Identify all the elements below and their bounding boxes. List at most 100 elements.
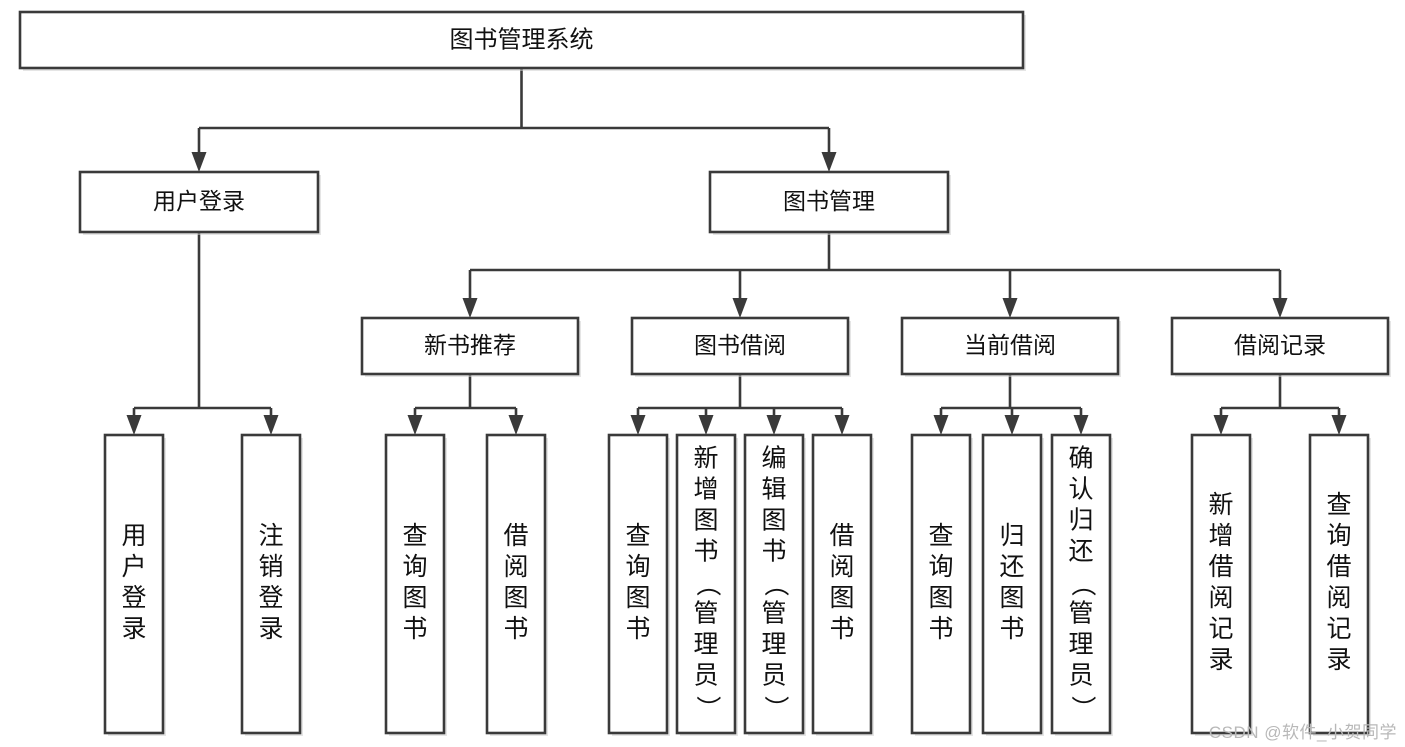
node-l3-借阅记录[interactable] [1170,316,1391,377]
svg-text:）: ） [761,695,789,720]
svg-text:阅: 阅 [1208,584,1233,612]
svg-text:登: 登 [121,584,146,612]
svg-text:借: 借 [503,522,528,550]
svg-text:书: 书 [928,615,953,643]
svg-text:登: 登 [258,584,283,612]
svg-text:询: 询 [625,553,650,581]
svg-text:阅: 阅 [503,553,528,581]
svg-text:录: 录 [1326,646,1351,674]
node-leaf-新增借阅记录[interactable] [1190,433,1253,736]
svg-text:图: 图 [761,507,786,535]
svg-text:查: 查 [402,522,427,550]
l3-2-arrow-0 [933,415,949,435]
svg-text:图: 图 [693,507,718,535]
node-l3-label-0: 新书推荐 [424,332,516,358]
svg-text:归: 归 [1068,507,1093,535]
node-l3-label-2: 当前借阅 [964,332,1056,358]
node-leaf-查询图书[interactable] [910,433,973,736]
node-leaf-注销登录[interactable] [240,433,303,736]
svg-text:阅: 阅 [1326,584,1351,612]
node-l3-label-3: 借阅记录 [1234,332,1326,358]
svg-text:管: 管 [761,600,786,628]
node-leaf-新增图书管理员[interactable] [675,433,738,736]
svg-text:增: 增 [693,476,718,504]
svg-text:销: 销 [258,553,283,581]
svg-text:查: 查 [1326,491,1351,519]
svg-text:书: 书 [829,615,854,643]
l2-1-arrow-1 [732,298,748,318]
l3-3-arrow-0 [1213,415,1229,435]
svg-text:图: 图 [402,584,427,612]
node-l3-图书借阅[interactable] [630,316,851,377]
node-leaf-查询图书[interactable] [607,433,670,736]
node-l3-当前借阅[interactable] [900,316,1121,377]
l2-1-arrow-0 [462,298,478,318]
svg-text:认: 认 [1068,476,1093,504]
svg-text:图: 图 [829,584,854,612]
node-leaf-归还图书[interactable] [981,433,1044,736]
svg-text:询: 询 [1326,522,1351,550]
node-l2-用户登录[interactable] [78,170,321,235]
l3-1-arrow-1 [698,415,714,435]
node-leaf-借阅图书[interactable] [485,433,548,736]
node-l3-新书推荐[interactable] [360,316,581,377]
svg-text:录: 录 [258,615,283,643]
svg-text:书: 书 [999,615,1024,643]
svg-text:图: 图 [625,584,650,612]
node-root-图书管理系统[interactable] [18,10,1026,71]
node-l2-图书管理[interactable] [708,170,951,235]
node-leaf-查询借阅记录[interactable] [1308,433,1371,736]
node-leaf-用户登录[interactable] [103,433,166,736]
node-leaf-编辑图书管理员[interactable] [743,433,806,736]
l2-1-arrow-3 [1272,298,1288,318]
l2-0-arrow-1 [263,415,279,435]
svg-text:管: 管 [693,600,718,628]
l3-0-arrow-0 [407,415,423,435]
svg-text:图: 图 [999,584,1024,612]
l3-1-arrow-3 [834,415,850,435]
root-arrow-0 [191,152,207,172]
svg-text:）: ） [693,695,721,720]
node-root-label: 图书管理系统 [450,26,594,53]
node-leaf-确认归还管理员[interactable] [1050,433,1113,736]
svg-text:（: （ [693,571,721,596]
svg-text:管: 管 [1068,600,1093,628]
svg-text:书: 书 [693,538,718,566]
svg-text:借: 借 [829,522,854,550]
l3-1-arrow-2 [766,415,782,435]
l3-1-arrow-0 [630,415,646,435]
svg-text:确: 确 [1068,445,1093,473]
node-l3-label-1: 图书借阅 [694,332,786,358]
l3-2-arrow-1 [1004,415,1020,435]
node-leaf-查询图书[interactable] [384,433,447,736]
svg-text:户: 户 [121,553,146,581]
l2-1-arrow-2 [1002,298,1018,318]
svg-text:用: 用 [121,522,146,550]
svg-text:注: 注 [258,522,283,550]
node-leaf-借阅图书[interactable] [811,433,874,736]
svg-text:书: 书 [761,538,786,566]
svg-text:记: 记 [1208,615,1233,643]
l2-0-arrow-0 [126,415,142,435]
node-layer: 图书管理系统用户登录用户登录注销登录图书管理新书推荐查询图书借阅图书图书借阅查询… [18,10,1391,736]
svg-text:理: 理 [1068,631,1093,659]
svg-text:员: 员 [761,662,786,690]
node-l2-label-1: 图书管理 [783,188,875,214]
svg-text:录: 录 [121,615,146,643]
svg-text:书: 书 [503,615,528,643]
svg-text:辑: 辑 [761,476,786,504]
svg-text:录: 录 [1208,646,1233,674]
svg-text:书: 书 [625,615,650,643]
svg-text:查: 查 [625,522,650,550]
node-l2-label-0: 用户登录 [153,188,245,214]
node-leaf-label-0-0: 用户登录 [121,522,146,643]
svg-text:新: 新 [693,445,718,473]
